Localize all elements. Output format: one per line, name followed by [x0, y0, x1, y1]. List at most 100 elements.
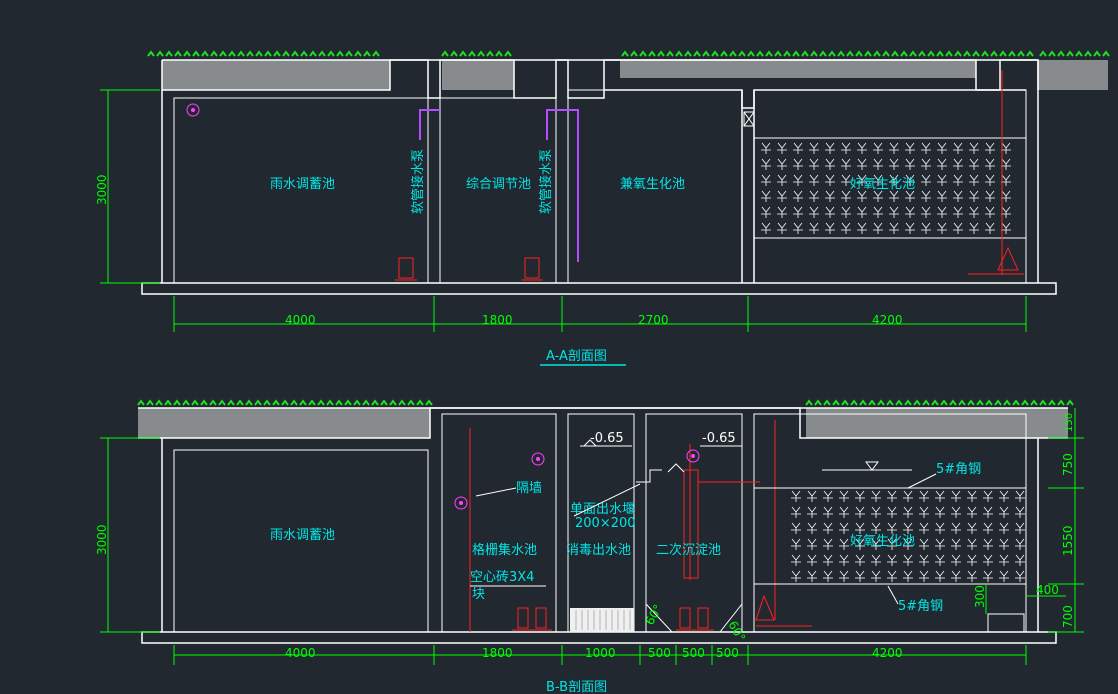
pump-b-2 [676, 607, 714, 631]
pump-label-a-1: 软管接水泵 [410, 149, 426, 214]
aerator-symbol [793, 206, 803, 218]
aerator-symbol [985, 158, 995, 170]
aerator-symbol [777, 174, 787, 186]
aerator-symbol [969, 142, 979, 154]
grass-tuft [200, 399, 208, 406]
pump-a-1 [395, 257, 417, 281]
grass-tuft [972, 50, 980, 57]
base-slab-b [141, 631, 1057, 644]
pump-pipe-a-2 [546, 109, 579, 262]
grass-tuft [648, 50, 656, 57]
grass-tuft [783, 50, 791, 57]
grass-tuft [1012, 399, 1020, 406]
aerator-symbol [807, 490, 817, 502]
aerator-symbol [1001, 206, 1011, 218]
aerator-symbol [983, 490, 993, 502]
aerator-symbol [873, 174, 883, 186]
grass-tuft [191, 399, 199, 406]
aerator-symbol [889, 174, 899, 186]
aerator-symbol [1015, 538, 1025, 550]
aerator-symbol [793, 222, 803, 234]
section-a: 雨水调蓄池 综合调节池 兼氧生化池 好氧生化池 软管接水泵 软管接水泵 3000… [95, 50, 1110, 366]
aerator-symbol [855, 506, 865, 518]
grass-tuft [450, 50, 458, 57]
aerator-symbol [809, 206, 819, 218]
grass-tuft [1003, 399, 1011, 406]
grass-tuft [756, 50, 764, 57]
aerator-symbol [791, 538, 801, 550]
grass-tuft [468, 50, 476, 57]
aerator-symbol [999, 538, 1009, 550]
grass-tuft [389, 399, 397, 406]
grass-tuft [398, 399, 406, 406]
grass-tuft [810, 50, 818, 57]
grass-tuft [1030, 399, 1038, 406]
grass-tuft [949, 399, 957, 406]
grass-tuft [282, 50, 290, 57]
aerator-symbol [903, 522, 913, 534]
aerator-symbol [761, 158, 771, 170]
aerator-symbol [791, 570, 801, 582]
aerator-symbol [937, 174, 947, 186]
aerator-symbol [985, 142, 995, 154]
grass-tuft [1084, 50, 1092, 57]
aerator-symbol [825, 206, 835, 218]
grass-tuft [246, 50, 254, 57]
aerator-symbol [791, 554, 801, 566]
grass-tuft [164, 399, 172, 406]
aerator-symbol [839, 490, 849, 502]
grass-tuft [218, 399, 226, 406]
aerator-symbol [985, 206, 995, 218]
aerator-symbol [951, 538, 961, 550]
grass-tuft [841, 399, 849, 406]
aerator-symbol [905, 174, 915, 186]
svg-text:1800: 1800 [482, 313, 513, 327]
aerator-symbol [967, 506, 977, 518]
grass-tuft [927, 50, 935, 57]
aerator-symbol [777, 190, 787, 202]
grass-tuft [936, 50, 944, 57]
width-dims-a: 4000 1800 2700 4200 [173, 296, 1027, 332]
aerator-symbol [1001, 174, 1011, 186]
grass-tuft [344, 399, 352, 406]
aerator-symbol [1001, 190, 1011, 202]
grass-tuft [774, 50, 782, 57]
aerator-symbol [889, 206, 899, 218]
soil-strip-b-2 [806, 408, 1068, 438]
soil-strip-b-1 [138, 408, 430, 438]
aerator-symbol [871, 490, 881, 502]
grass-tuft [909, 50, 917, 57]
aerator-symbol [793, 190, 803, 202]
grass-tuft [335, 399, 343, 406]
aerator-symbol [921, 158, 931, 170]
aerator-symbol [985, 190, 995, 202]
aerator-symbol [935, 506, 945, 518]
grass-tuft [309, 50, 317, 57]
section-b: 雨水调蓄池 格栅集水池 消毒出水池 二次沉淀池 好氧生化池 隔墙 单面出水堰 2… [95, 399, 1084, 694]
grass-tuft [931, 399, 939, 406]
grass-tuft [999, 50, 1007, 57]
aerator-zone-a [753, 137, 1027, 239]
aerator-symbol [809, 142, 819, 154]
aerator-symbol [873, 190, 883, 202]
grass-strip-a [147, 50, 1110, 57]
grass-tuft [630, 50, 638, 57]
aerator-symbol [921, 206, 931, 218]
aerator-symbol [985, 174, 995, 186]
grass-tuft [459, 50, 467, 57]
svg-text:1000: 1000 [585, 646, 616, 660]
aerator-symbol [969, 174, 979, 186]
svg-text:4000: 4000 [285, 646, 316, 660]
pump-b-3 [755, 594, 812, 627]
aerator-symbol [823, 554, 833, 566]
aerator-symbol [919, 538, 929, 550]
grass-tuft [156, 50, 164, 57]
label-b-secondary: 二次沉淀池 [656, 542, 721, 558]
aerator-symbol [857, 206, 867, 218]
aerator-symbol [951, 554, 961, 566]
note-weir-1: 单面出水堰 [570, 502, 635, 517]
grass-tuft [765, 50, 773, 57]
aerator-symbol [999, 570, 1009, 582]
grass-tuft [372, 50, 380, 57]
grass-strip-b [137, 399, 1074, 406]
